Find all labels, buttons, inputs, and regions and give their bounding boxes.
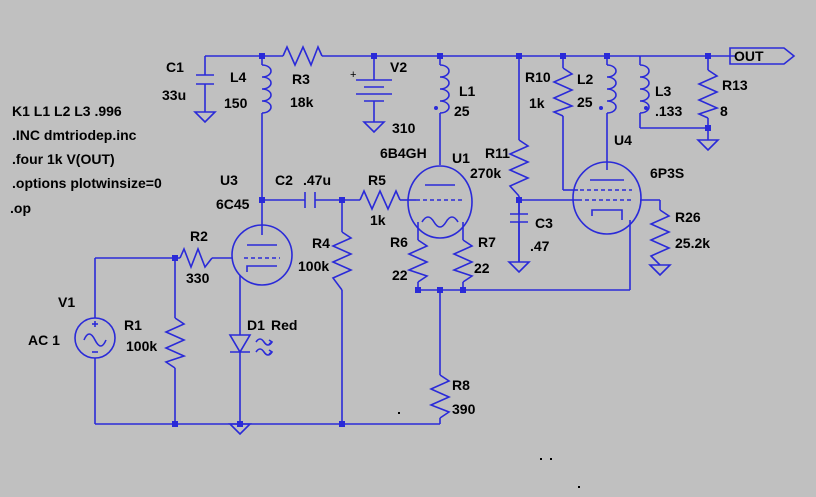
resistor-r8 — [428, 374, 451, 419]
ground-icon — [696, 139, 720, 152]
r3-value[interactable]: 18k — [290, 94, 314, 110]
resistor-r11 — [508, 139, 530, 197]
l1-name[interactable]: L1 — [459, 83, 476, 99]
u1-name[interactable]: U1 — [452, 150, 470, 166]
tube-u4 — [572, 161, 642, 235]
resistor-r4 — [331, 231, 353, 291]
capacitors — [196, 74, 528, 262]
ground-icon — [648, 264, 672, 277]
l3-value[interactable]: .133 — [655, 103, 682, 119]
c3-value[interactable]: .47 — [530, 238, 550, 254]
u4-name[interactable]: U4 — [614, 132, 632, 148]
led-d1 — [228, 334, 274, 356]
v1-value[interactable]: AC 1 — [28, 332, 60, 348]
directive-fourier[interactable]: .four 1k V(OUT) — [12, 151, 115, 167]
u3-name[interactable]: U3 — [220, 172, 238, 188]
l1-value[interactable]: 25 — [454, 103, 470, 119]
r7-value[interactable]: 22 — [474, 260, 490, 276]
ac-source-v1 — [74, 317, 116, 359]
r1-name[interactable]: R1 — [124, 317, 142, 333]
resistor-r13 — [696, 69, 720, 119]
r11-name[interactable]: R11 — [485, 145, 510, 161]
r4-name[interactable]: R4 — [312, 235, 330, 251]
c2-value[interactable]: .47u — [303, 172, 331, 188]
u1-model[interactable]: 6B4GH — [380, 145, 427, 161]
resistors — [164, 44, 720, 419]
component-labels: C1 33u L4 150 R3 18k V2 310 L1 25 R10 1k… — [28, 59, 748, 417]
l2-value[interactable]: 25 — [577, 94, 593, 110]
r13-value[interactable]: 8 — [720, 103, 728, 119]
c1-value[interactable]: 33u — [162, 87, 186, 103]
resistor-r10 — [551, 67, 575, 117]
r8-value[interactable]: 390 — [452, 401, 476, 417]
resistor-r6 — [406, 239, 429, 283]
u3-model[interactable]: 6C45 — [216, 196, 250, 212]
r7-name[interactable]: R7 — [478, 234, 496, 250]
d1-value[interactable]: Red — [271, 317, 297, 333]
stray-marks — [398, 412, 580, 488]
output-flag: OUT — [729, 47, 796, 65]
l4-name[interactable]: L4 — [230, 69, 247, 85]
inductor-l3 — [639, 64, 650, 114]
v1-name[interactable]: V1 — [58, 294, 75, 310]
wires — [94, 55, 736, 425]
ground-icon — [507, 261, 531, 274]
spice-directives: K1 L1 L2 L3 .996 .INC dmtriodep.inc .fou… — [10, 103, 162, 216]
directive-coupling[interactable]: K1 L1 L2 L3 .996 — [12, 103, 122, 119]
out-label[interactable]: OUT — [734, 48, 764, 64]
resistor-r7 — [451, 239, 474, 283]
r2-value[interactable]: 330 — [186, 270, 210, 286]
r5-name[interactable]: R5 — [368, 172, 386, 188]
r8-name[interactable]: R8 — [452, 377, 470, 393]
junction-dots — [172, 53, 711, 427]
u4-model[interactable]: 6P3S — [650, 165, 684, 181]
ground-icon — [228, 423, 252, 436]
inductors — [261, 64, 650, 114]
r10-name[interactable]: R10 — [525, 69, 551, 85]
r6-value[interactable]: 22 — [392, 267, 408, 283]
c2-name[interactable]: C2 — [275, 172, 293, 188]
resistor-r26 — [649, 209, 671, 266]
l2-name[interactable]: L2 — [577, 71, 594, 87]
r13-name[interactable]: R13 — [722, 77, 748, 93]
plus-label: + — [350, 69, 356, 81]
r2-name[interactable]: R2 — [190, 228, 208, 244]
directive-include[interactable]: .INC dmtriodep.inc — [12, 127, 137, 143]
r3-name[interactable]: R3 — [292, 71, 310, 87]
c3-name[interactable]: C3 — [535, 215, 553, 231]
r26-name[interactable]: R26 — [675, 209, 701, 225]
directive-options[interactable]: .options plotwinsize=0 — [12, 175, 162, 191]
inductor-l1 — [439, 64, 450, 114]
battery-v2: + — [350, 69, 392, 106]
r26-value[interactable]: 25.2k — [675, 235, 710, 251]
r11-value[interactable]: 270k — [470, 165, 501, 181]
l3-name[interactable]: L3 — [655, 83, 672, 99]
ground-icon — [193, 111, 217, 124]
c1-name[interactable]: C1 — [166, 59, 184, 75]
resistor-r1 — [164, 317, 187, 369]
directive-op[interactable]: .op — [10, 200, 31, 216]
v2-value[interactable]: 310 — [392, 120, 416, 136]
ground-icon — [362, 121, 386, 134]
resistor-r5 — [359, 189, 401, 211]
l4-value[interactable]: 150 — [224, 95, 248, 111]
v2-name[interactable]: V2 — [390, 59, 407, 75]
r5-value[interactable]: 1k — [370, 212, 386, 228]
tube-u3 — [231, 224, 293, 286]
inductor-l4 — [261, 64, 272, 114]
r10-value[interactable]: 1k — [529, 95, 545, 111]
r4-value[interactable]: 100k — [298, 258, 329, 274]
inductor-l2 — [606, 64, 617, 114]
r6-name[interactable]: R6 — [390, 234, 408, 250]
r1-value[interactable]: 100k — [126, 338, 157, 354]
resistor-r2 — [179, 246, 213, 270]
d1-name[interactable]: D1 — [247, 317, 265, 333]
tube-u1 — [407, 165, 473, 239]
resistor-r3 — [282, 44, 323, 68]
